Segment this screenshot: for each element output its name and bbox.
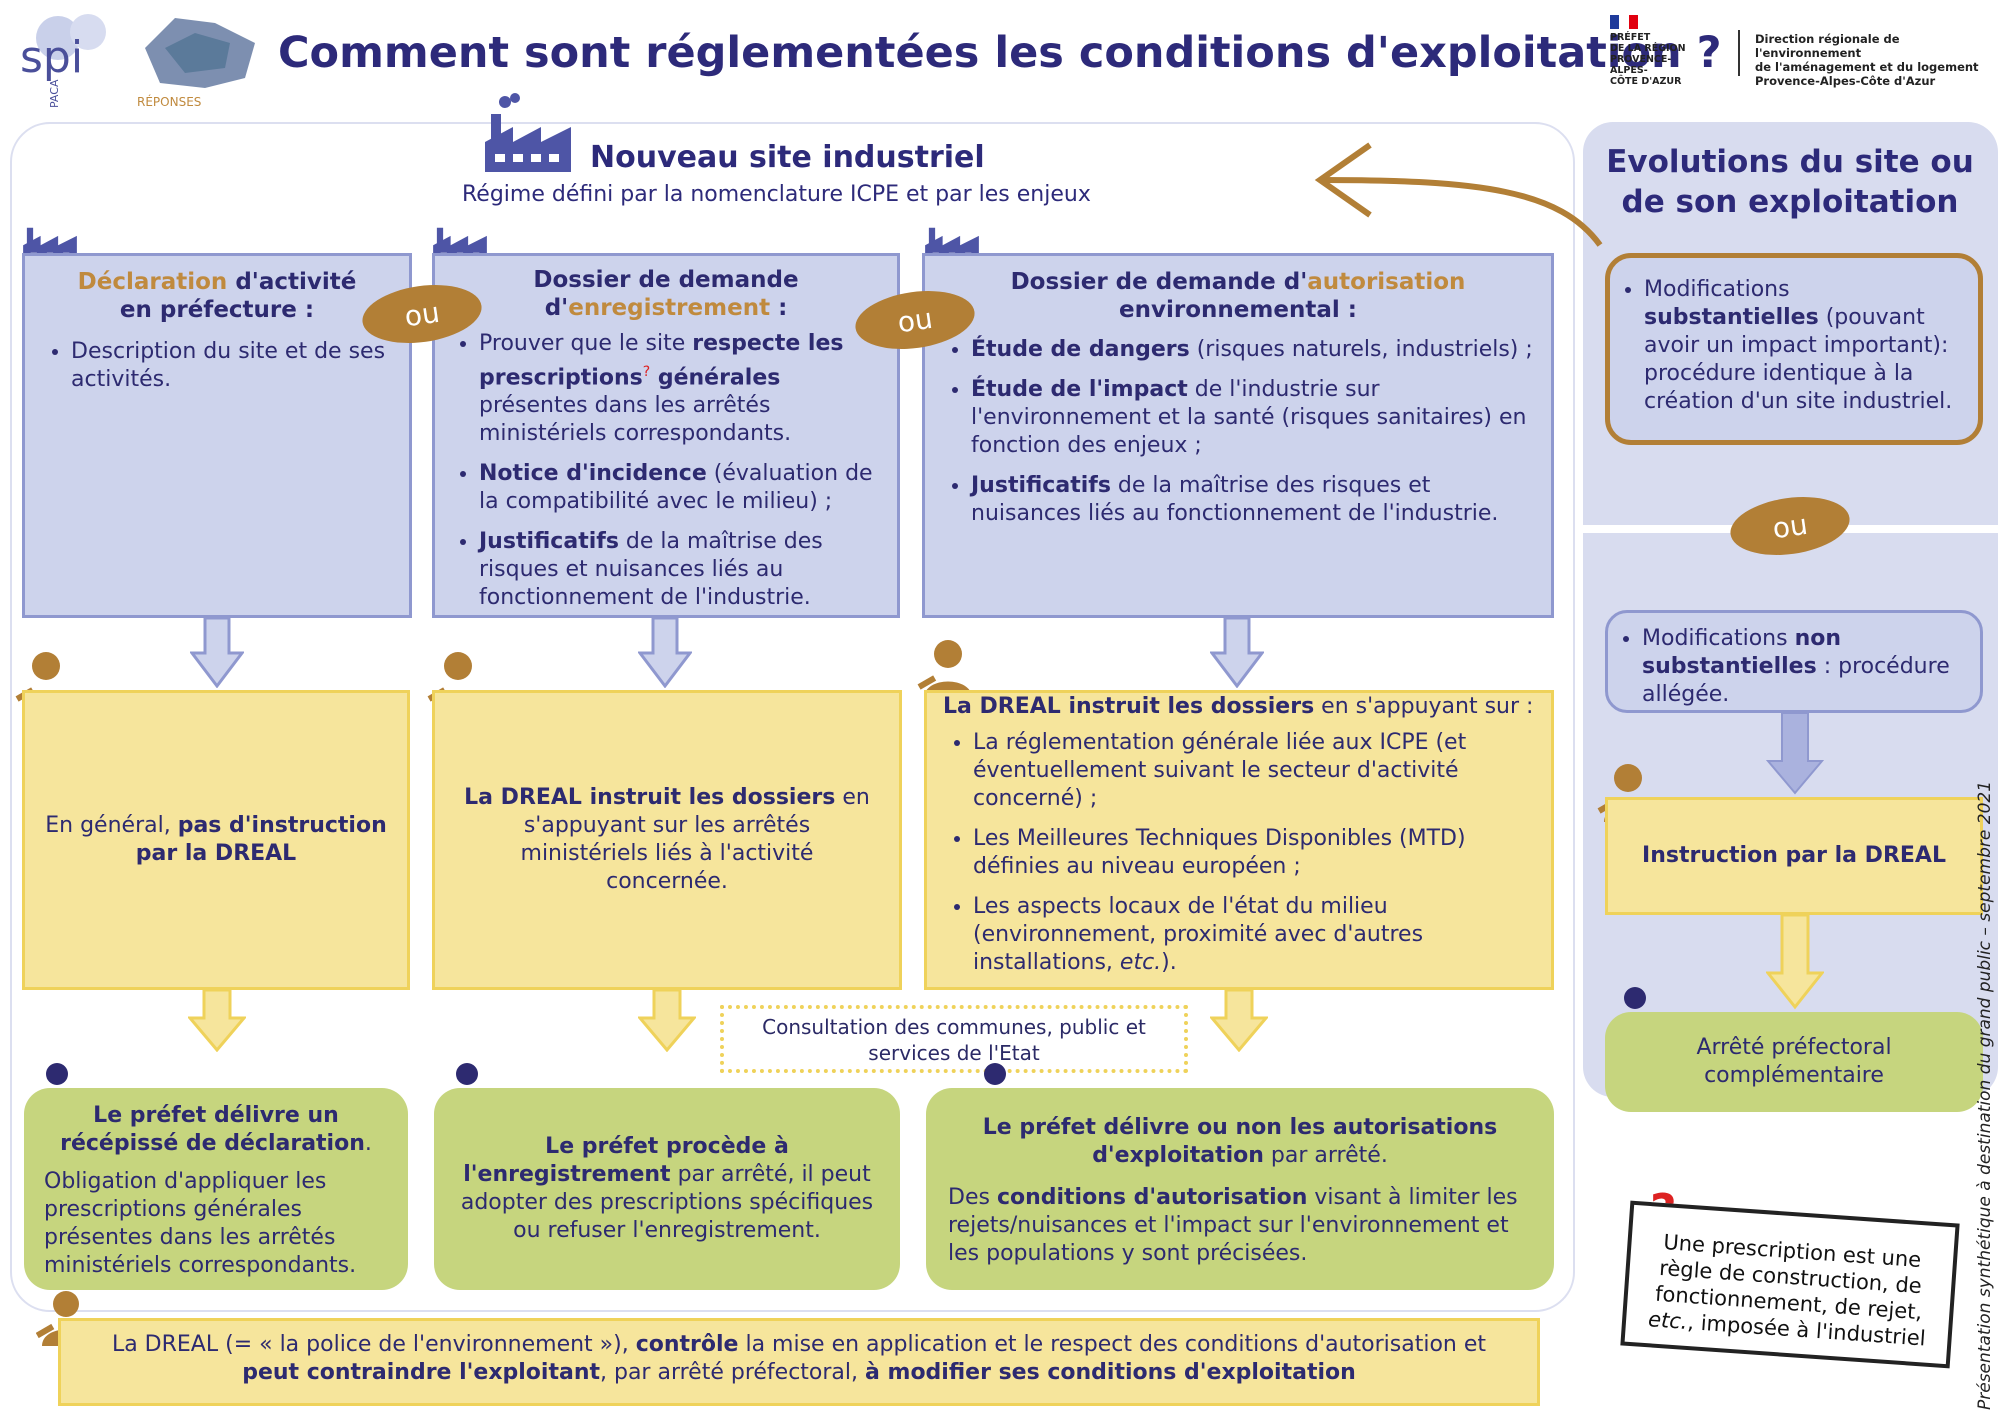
enregistrement-title-pre: d' xyxy=(544,295,569,321)
factory-icon xyxy=(483,92,573,176)
down-arrow-icon xyxy=(1210,618,1264,688)
down-arrow-icon xyxy=(1210,990,1268,1052)
french-flag-icon xyxy=(1610,14,1638,29)
substantial-changes-box: Modifications substantielles (pouvant av… xyxy=(1605,253,1983,445)
reponses-logo-text: RÉPONSES xyxy=(137,94,201,108)
header-divider xyxy=(1738,30,1740,76)
page-title: Comment sont réglementées les conditions… xyxy=(278,28,1722,78)
dreal-logo-text: Direction régionale de l'environnement d… xyxy=(1755,32,1979,88)
prescription-definition-note: Une prescription est une règle de constr… xyxy=(1620,1200,1960,1369)
prefet-logo-text: PRÉFET DE LA RÉGION PROVENCE-ALPES- CÔTE… xyxy=(1610,32,1686,87)
enregistrement-title-highlight: enregistrement xyxy=(568,295,771,321)
prescription-help-icon[interactable]: ? xyxy=(642,364,651,380)
dreal-enregistrement-box: La DREAL instruit les dossiers en s'appu… xyxy=(432,690,902,990)
dreal-criteria-item: Les Meilleures Techniques Disponibles (M… xyxy=(973,825,1535,881)
reponses-logo: RÉPONSES xyxy=(135,8,265,109)
consultation-box: Consultation des communes, public et ser… xyxy=(720,1005,1188,1073)
enregistrement-title-line1: Dossier de demande xyxy=(533,267,799,293)
dreal-declaration-box: En général, pas d'instruction par la DRE… xyxy=(22,690,410,990)
spi-logo-sub: PACA xyxy=(48,79,61,108)
autorisation-title-line2: environnemental : xyxy=(1119,297,1357,323)
declaration-title: d'activité xyxy=(227,269,357,295)
autorisation-title-highlight: autorisation xyxy=(1307,269,1466,295)
autorisation-item: Étude de l'impact de l'industrie sur l'e… xyxy=(971,376,1535,460)
down-arrow-icon xyxy=(638,990,696,1052)
section-title: Nouveau site industriel xyxy=(590,140,985,175)
enregistrement-title-post: : xyxy=(770,295,788,321)
recepisse-box: Le préfet délivre un récépissé de déclar… xyxy=(24,1088,408,1290)
evolutions-title: Evolutions du site ou de son exploitatio… xyxy=(1606,144,1974,220)
non-substantial-changes-box: Modifications non substantielles : procé… xyxy=(1605,610,1983,713)
autorisation-item: Justificatifs de la maîtrise des risques… xyxy=(971,472,1535,528)
declaration-title-line2: en préfecture : xyxy=(119,297,315,323)
spi-logo: spi PACA xyxy=(18,10,128,110)
autorisation-box: Dossier de demande d'autorisation enviro… xyxy=(922,253,1554,618)
down-arrow-icon xyxy=(638,618,692,688)
down-arrow-icon xyxy=(188,990,246,1052)
down-arrow-icon xyxy=(1766,915,1824,1010)
enregistrement-result-box: Le préfet procède à l'enregistrement par… xyxy=(434,1088,900,1290)
enregistrement-box: Dossier de demande d'enregistrement : Pr… xyxy=(432,253,900,618)
arrete-complementaire-box: Arrêté préfectoral complémentaire xyxy=(1605,1012,1983,1112)
autorisation-title-pre: Dossier de demande d' xyxy=(1010,269,1308,295)
dreal-instruction-box: Instruction par la DREAL xyxy=(1605,797,1983,915)
down-arrow-icon xyxy=(1766,713,1824,795)
down-arrow-icon xyxy=(190,618,244,688)
dreal-control-banner: La DREAL (= « la police de l'environneme… xyxy=(58,1318,1540,1406)
dreal-criteria-item: La réglementation générale liée aux ICPE… xyxy=(973,729,1535,813)
autorisation-result-box: Le préfet délivre ou non les autorisatio… xyxy=(926,1088,1554,1290)
inspector-icon xyxy=(917,640,972,698)
declaration-item: Description du site et de ses activités. xyxy=(71,338,393,394)
dreal-autorisation-box: La DREAL instruit les dossiers en s'appu… xyxy=(924,690,1554,990)
section-subtitle: Régime défini par la nomenclature ICPE e… xyxy=(462,182,1091,207)
enregistrement-item: Prouver que le site respecte les prescri… xyxy=(479,330,883,448)
declaration-box: Déclaration d'activité en préfecture : D… xyxy=(22,253,412,618)
return-arrow-icon xyxy=(1314,142,1603,247)
spi-logo-text: spi xyxy=(20,32,83,83)
declaration-title-highlight: Déclaration xyxy=(77,269,228,295)
enregistrement-item: Notice d'incidence (évaluation de la com… xyxy=(479,460,883,516)
enregistrement-item: Justificatifs de la maîtrise des risques… xyxy=(479,528,883,612)
dreal-criteria-item: Les aspects locaux de l'état du milieu (… xyxy=(973,893,1535,977)
autorisation-item: Étude de dangers (risques naturels, indu… xyxy=(971,336,1535,364)
main-frame xyxy=(10,122,1575,1312)
side-caption: Présentation synthétique à destination d… xyxy=(1975,780,1995,1410)
